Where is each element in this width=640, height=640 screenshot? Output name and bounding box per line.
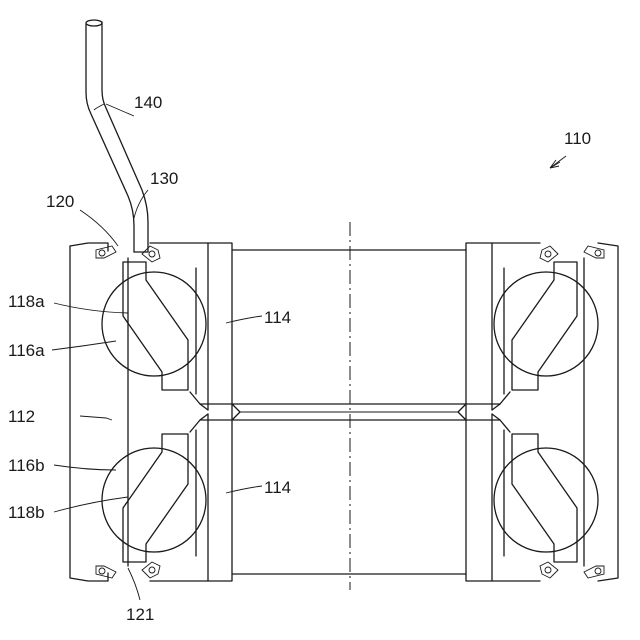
label-121: 121	[126, 605, 154, 624]
label-110: 110	[564, 129, 591, 148]
label-114-lower: 114	[264, 478, 291, 497]
lubrication-tube	[86, 20, 148, 252]
rolling-row-upper-left	[102, 262, 206, 390]
rolling-row-lower-left	[102, 434, 206, 562]
label-112: 112	[8, 407, 35, 426]
label-130: 130	[150, 169, 178, 188]
rolling-row-upper-right	[494, 262, 598, 390]
inner-ring	[150, 243, 540, 581]
rolling-row-lower-right	[494, 434, 598, 562]
label-118b: 118b	[8, 503, 45, 522]
seal-lower-right	[540, 562, 604, 578]
label-140: 140	[134, 93, 162, 112]
label-116b: 116b	[8, 456, 45, 475]
label-116a: 116a	[8, 341, 45, 360]
seal-upper-right	[540, 246, 604, 262]
label-114-upper: 114	[264, 308, 291, 327]
arrow-110	[550, 156, 566, 168]
label-120: 120	[46, 192, 74, 211]
label-118a: 118a	[8, 292, 45, 311]
